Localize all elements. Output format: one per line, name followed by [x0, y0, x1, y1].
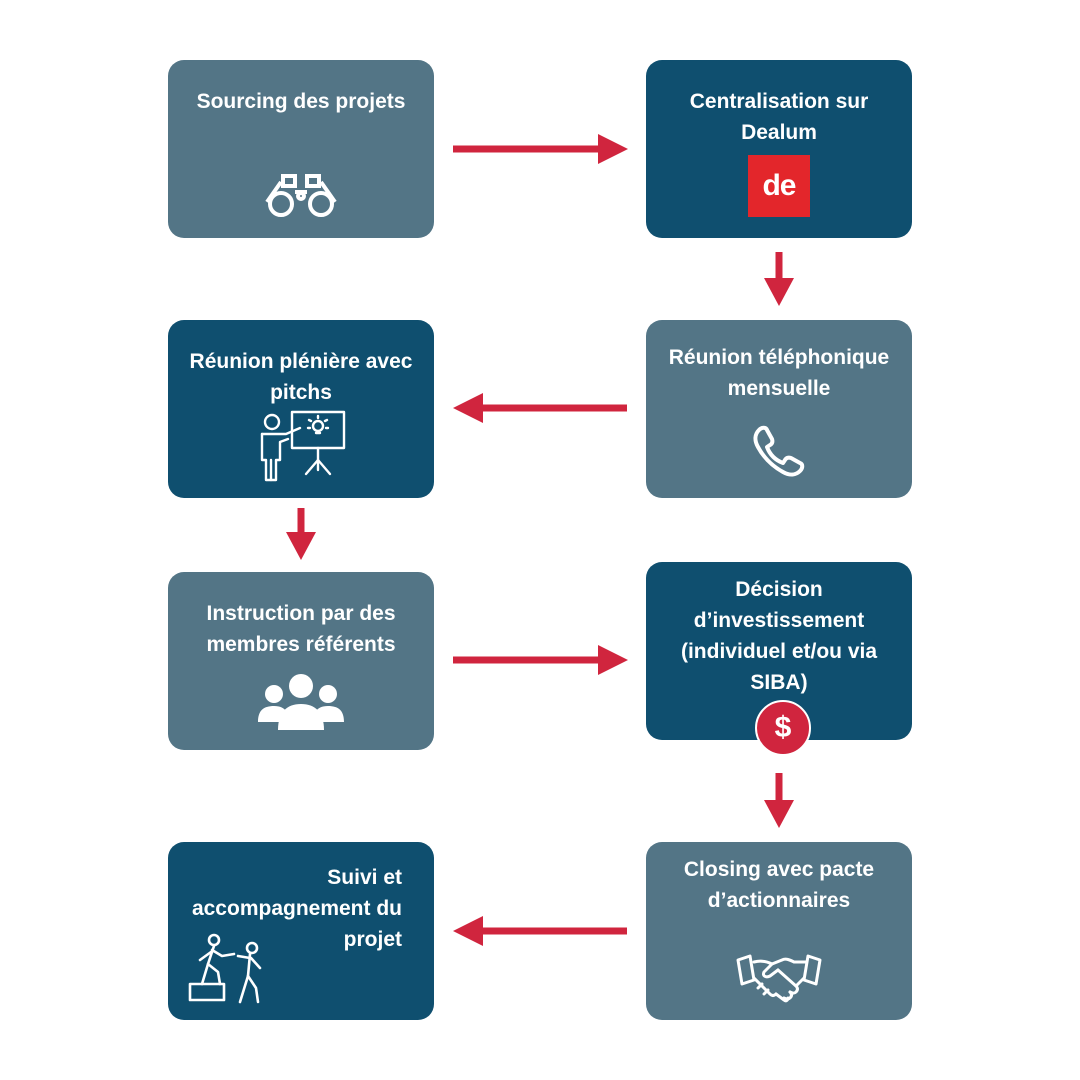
presentation-icon — [260, 410, 346, 482]
step-label: Réunion plénière avec pitchs — [189, 350, 413, 404]
step-sourcing: Sourcing des projets — [168, 60, 434, 238]
step-label: Centralisation sur Dealum — [689, 90, 869, 144]
step-label: Instruction par des membres référents — [206, 602, 396, 656]
arrow-left — [453, 916, 627, 946]
binoculars-icon — [265, 174, 337, 217]
arrow-left — [453, 393, 627, 423]
arrow-right — [453, 645, 628, 675]
arrow-down — [764, 252, 794, 306]
step-closing: Closing avec pacte d’actionnaires — [646, 842, 912, 1020]
dealum-logo: de — [748, 155, 810, 217]
dollar-icon: $ — [755, 700, 811, 756]
arrow-right — [453, 134, 628, 164]
group-icon — [258, 674, 344, 730]
step-suivi: Suivi et accompagnement du projet — [168, 842, 434, 1020]
step-label: Sourcing des projets — [196, 90, 406, 113]
helping-hand-icon — [188, 933, 262, 1004]
arrow-down — [286, 508, 316, 560]
step-instruction: Instruction par des membres référents — [168, 572, 434, 750]
step-label: Décision d’investissement (individuel et… — [680, 578, 878, 694]
handshake-icon — [736, 954, 822, 1003]
step-centralisation: Centralisation sur Dealum de — [646, 60, 912, 238]
step-label: Suivi et accompagnement du projet — [191, 866, 402, 951]
step-reunion-pleniere: Réunion plénière avec pitchs — [168, 320, 434, 498]
phone-icon — [753, 425, 805, 477]
step-label: Closing avec pacte d’actionnaires — [683, 858, 875, 912]
step-label: Réunion téléphonique mensuelle — [668, 346, 890, 400]
step-reunion-telephonique: Réunion téléphonique mensuelle — [646, 320, 912, 498]
arrow-down — [764, 773, 794, 828]
